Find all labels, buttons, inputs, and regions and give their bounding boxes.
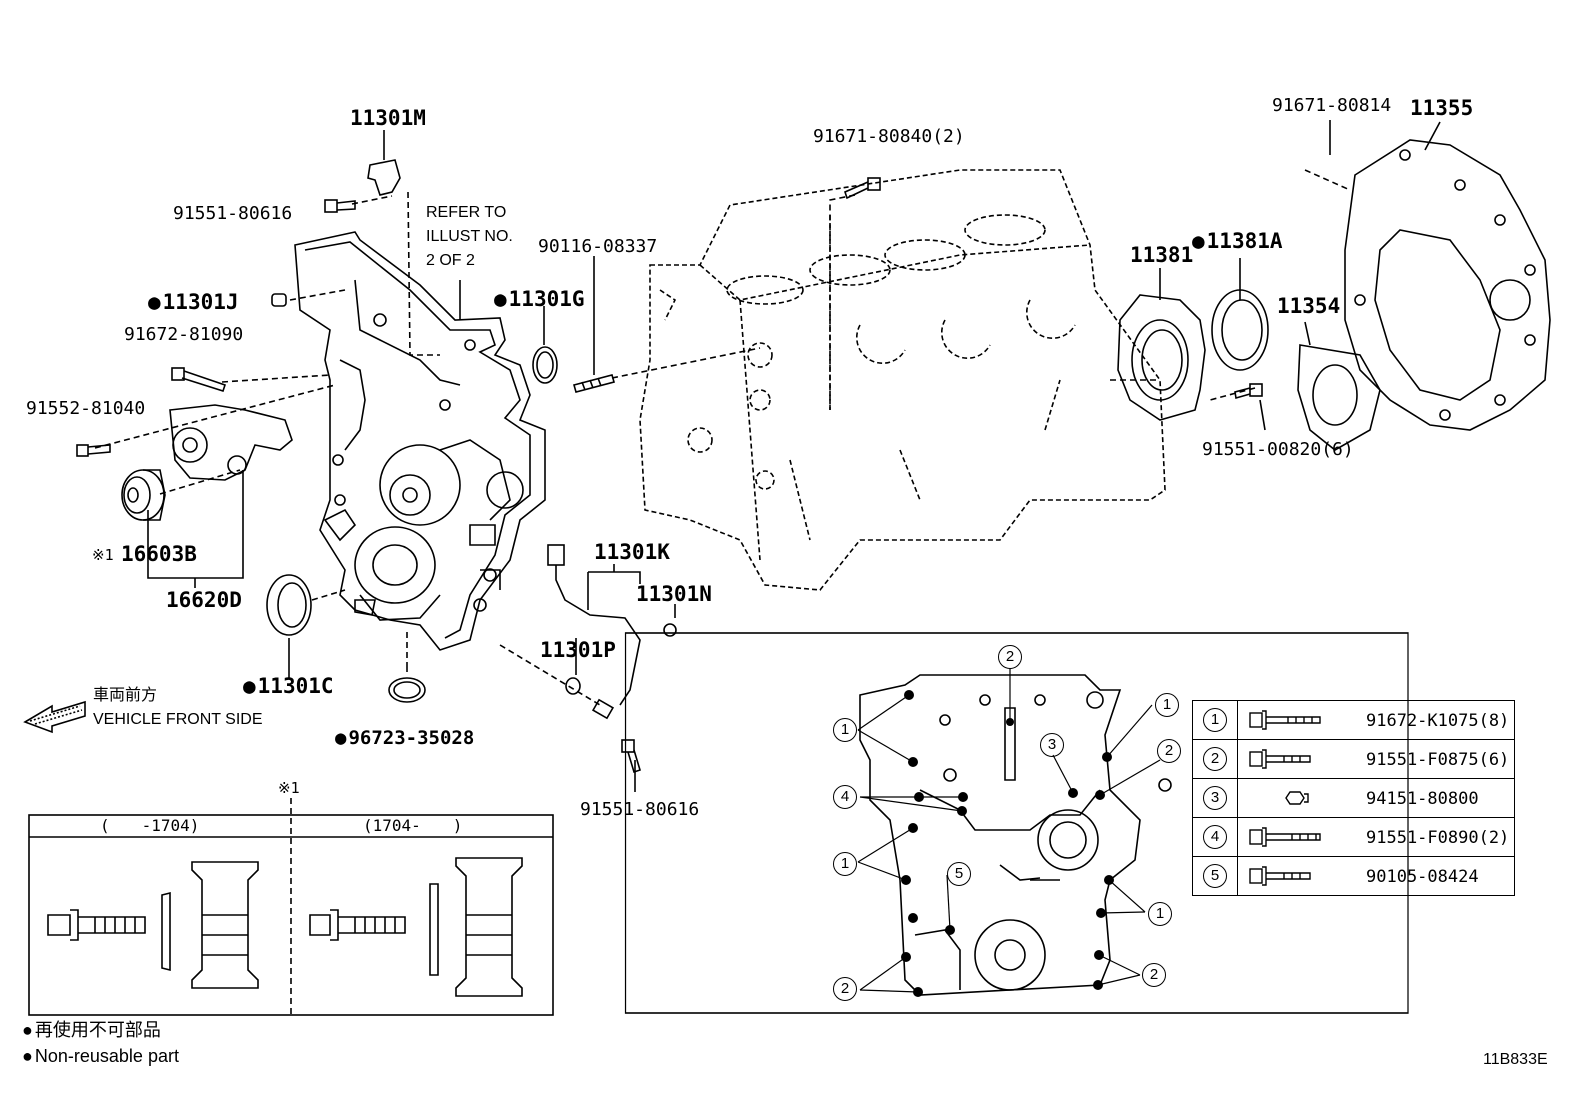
variant-left-header: ( -1704) [100, 816, 200, 835]
callout-leaders [857, 668, 1161, 993]
front-label-jp: 車両前方 [93, 687, 158, 704]
label-11301G: 11301G [494, 289, 585, 310]
tensioner-16620D [169, 404, 293, 481]
bolt-91551-80616-bottom [621, 739, 641, 774]
cover-11354 [1297, 344, 1381, 451]
end-plate-11355 [1344, 139, 1551, 431]
cam-sensor-11301M [367, 159, 401, 196]
label-91551-00820: 91551-00820(6) [1202, 439, 1354, 460]
callout-3: 3 [1040, 733, 1064, 757]
bolt-part-number: 91672-K1075(8) [1366, 711, 1510, 731]
bolt-91551-00820 [1234, 383, 1263, 400]
bolt-table: 1 91672-K1075(8) 2 91551-F0875(6) 3 9415… [1192, 700, 1515, 896]
stud-90116-08337 [573, 374, 615, 393]
bolt-row: 4 91551-F0890(2) [1192, 817, 1515, 857]
o-ring-11301G [532, 346, 558, 384]
label-11301P: 11301P [540, 638, 616, 662]
bolt-91551-80616-top [324, 199, 356, 213]
bolt-91671-80840 [844, 177, 881, 200]
callout-2-lower-right: 2 [1142, 963, 1166, 987]
label-91671-80840: 91671-80840(2) [813, 126, 965, 147]
label-11301C: 11301C [243, 676, 334, 697]
label-91552-81040: 91552-81040 [26, 398, 146, 419]
refer-line-2: ILLUST NO. [426, 228, 513, 245]
seal-11301C [266, 574, 312, 636]
bolt-row: 5 90105-08424 [1192, 856, 1515, 896]
label-11301K: 11301K [594, 540, 670, 564]
bolt-row: 3 94151-80800 [1192, 778, 1515, 818]
bolt-row: 2 91551-F0875(6) [1192, 739, 1515, 779]
label-11381A: 11381A [1192, 231, 1283, 252]
sensor-harness-11301K [547, 544, 677, 720]
bolt-no: 3 [1203, 786, 1227, 810]
label-11354: 11354 [1277, 294, 1341, 318]
refer-line-3: 2 OF 2 [426, 252, 475, 269]
callout-2-top: 2 [998, 645, 1022, 669]
callout-2-right: 2 [1157, 739, 1181, 763]
callout-1-left: 1 [833, 852, 857, 876]
solid-leaders [147, 120, 1441, 792]
bolt-no: 4 [1203, 825, 1227, 849]
label-16620D: 16620D [166, 588, 242, 612]
plug-11301J [271, 293, 287, 307]
bolt-no: 2 [1203, 747, 1227, 771]
refer-line-1: REFER TO [426, 204, 507, 221]
label-91551-80616-bottom: 91551-80616 [580, 799, 700, 820]
timing-cover-drawing [294, 231, 546, 651]
label-11301N: 11301N [636, 582, 712, 606]
label-91672-81090: 91672-81090 [124, 324, 244, 345]
bolt-91552-81040 [76, 444, 111, 457]
callout-2-lower-left: 2 [833, 977, 857, 1001]
label-16603B: 16603B [121, 542, 197, 566]
legend-en: Non-reusable part [22, 1047, 179, 1065]
long-bolt-icon [1249, 710, 1321, 730]
bolt-part-number: 90105-08424 [1366, 867, 1479, 887]
nut-icon [1285, 791, 1309, 805]
front-arrow-icon [23, 700, 86, 734]
bolt-position-dots [901, 690, 1114, 997]
oil-seal-11381A [1211, 289, 1269, 371]
variant-box [28, 798, 554, 1016]
legend-jp: 再使用不可部品 [22, 1021, 161, 1039]
bolt-part-number: 91551-F0875(6) [1366, 750, 1510, 770]
variant-mark: ※1 [278, 779, 300, 797]
label-91551-80616-top: 91551-80616 [173, 203, 293, 224]
front-label-en: VEHICLE FRONT SIDE [93, 711, 263, 728]
idler-pulley-16603B [121, 469, 166, 521]
cylinder-block-drawing [639, 169, 1166, 591]
label-96723-35028: 96723-35028 [335, 729, 474, 748]
variant-right-header: (1704- ) [363, 816, 463, 835]
label-91671-80814: 91671-80814 [1272, 95, 1392, 116]
label-11301M: 11301M [350, 106, 426, 130]
label-11381: 11381 [1130, 243, 1194, 267]
callout-1-lower-right: 1 [1148, 902, 1172, 926]
callout-4: 4 [833, 785, 857, 809]
long-bolt-icon [1249, 827, 1321, 847]
leader-lines [94, 169, 1351, 706]
seal-retainer-11381 [1117, 294, 1206, 421]
bolt-no: 5 [1203, 864, 1227, 888]
short-bolt-icon [1249, 866, 1311, 886]
bolt-part-number: 94151-80800 [1366, 789, 1479, 809]
bolt-part-number: 91551-F0890(2) [1366, 828, 1510, 848]
callout-5: 5 [947, 862, 971, 886]
label-16603B-mark: ※1 [92, 546, 114, 564]
bolt-91672-81090 [171, 367, 227, 393]
diagram-code: 11B833E [1483, 1051, 1548, 1068]
bolt-row: 1 91672-K1075(8) [1192, 700, 1515, 740]
callout-1-upper-left: 1 [833, 718, 857, 742]
short-bolt-icon [1249, 749, 1311, 769]
label-90116-08337: 90116-08337 [538, 236, 658, 257]
o-ring-96723-35028 [388, 677, 426, 703]
label-11355: 11355 [1410, 96, 1474, 120]
callout-1-upper-right: 1 [1155, 693, 1179, 717]
label-11301J: 11301J [148, 292, 239, 313]
bolt-no: 1 [1203, 708, 1227, 732]
